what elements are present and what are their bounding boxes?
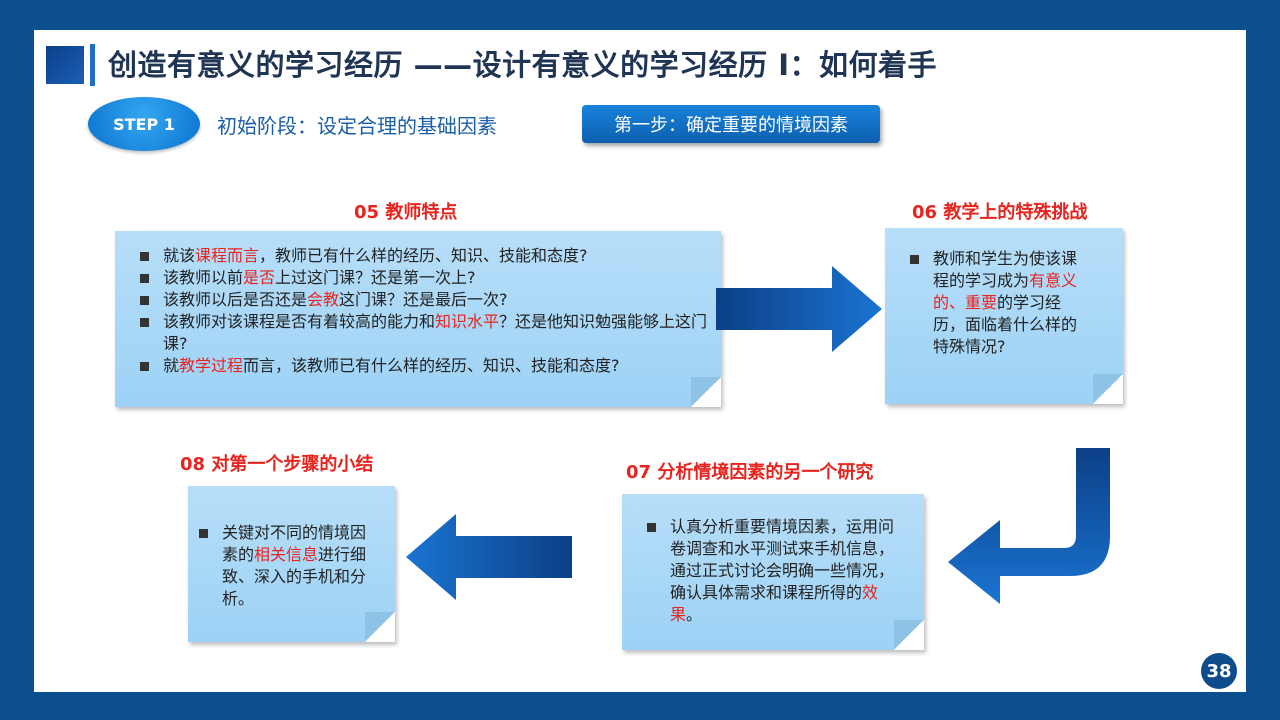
section-06-note: 教师和学生为使该课程的学习成为有意义的、重要的学习经历，面临着什么样的特殊情况?: [885, 228, 1123, 404]
list-item: 该教师对该课程是否有着较高的能力和知识水平？还是他知识勉强能够上这门课?: [135, 311, 713, 355]
section-08-title: 08 对第一个步骤的小结: [180, 454, 374, 475]
page-title: 创造有意义的学习经历 ——设计有意义的学习经历 Ⅰ：如何着手: [108, 48, 937, 82]
list-item: 该教师以前是否上过这门课？还是第一次上?: [135, 267, 713, 289]
slide: 创造有意义的学习经历 ——设计有意义的学习经历 Ⅰ：如何着手 STEP 1 初始…: [34, 30, 1246, 692]
section-05-note: 就该课程而言，教师已有什么样的经历、知识、技能和态度? 该教师以前是否上过这门课…: [115, 231, 721, 407]
title-decor-bar: [90, 44, 95, 86]
list-item: 该教师以后是否还是会教这门课？还是最后一次?: [135, 289, 713, 311]
arrow-down-left-icon: [948, 448, 1110, 604]
list-item: 就教学过程而言，该教师已有什么样的经历、知识、技能和态度?: [135, 355, 713, 377]
section-08-list: 关键对不同的情境因素的相关信息进行细致、深入的手机和分析。: [188, 486, 395, 610]
list-item: 认真分析重要情境因素，运用问卷调查和水平测试来手机信息，通过正式讨论会明确一些情…: [642, 516, 904, 626]
arrow-left-icon: [406, 514, 572, 600]
list-item: 教师和学生为使该课程的学习成为有意义的、重要的学习经历，面临着什么样的特殊情况?: [905, 248, 1083, 358]
step-badge: STEP 1: [88, 97, 200, 151]
list-item: 关键对不同的情境因素的相关信息进行细致、深入的手机和分析。: [194, 522, 379, 610]
stage-heading: 初始阶段：设定合理的基础因素: [217, 114, 497, 138]
section-07-note: 认真分析重要情境因素，运用问卷调查和水平测试来手机信息，通过正式讨论会明确一些情…: [622, 494, 924, 650]
section-05-title: 05 教师特点: [354, 202, 458, 223]
section-05-list: 就该课程而言，教师已有什么样的经历、知识、技能和态度? 该教师以前是否上过这门课…: [115, 231, 721, 377]
arrow-right-icon: [716, 266, 882, 352]
section-07-list: 认真分析重要情境因素，运用问卷调查和水平测试来手机信息，通过正式讨论会明确一些情…: [622, 494, 924, 626]
step-label-box: 第一步：确定重要的情境因素: [582, 105, 880, 143]
list-item: 就该课程而言，教师已有什么样的经历、知识、技能和态度?: [135, 245, 713, 267]
section-07-title: 07 分析情境因素的另一个研究: [626, 462, 874, 483]
title-decor-square: [46, 46, 84, 84]
page-number: 38: [1201, 653, 1237, 689]
section-06-title: 06 教学上的特殊挑战: [912, 202, 1088, 223]
section-08-note: 关键对不同的情境因素的相关信息进行细致、深入的手机和分析。: [188, 486, 395, 642]
section-06-list: 教师和学生为使该课程的学习成为有意义的、重要的学习经历，面临着什么样的特殊情况?: [885, 228, 1123, 358]
